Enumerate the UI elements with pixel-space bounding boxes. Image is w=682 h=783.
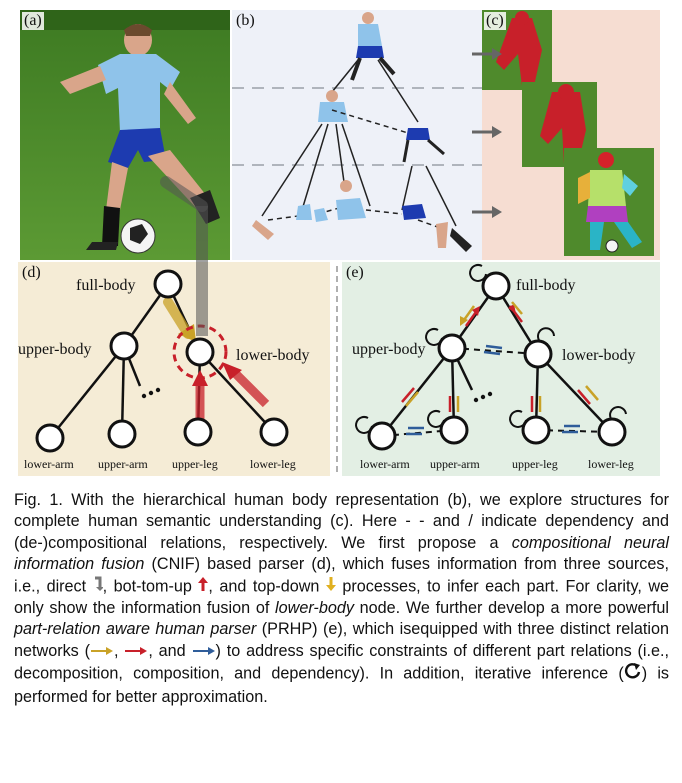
b-to-c-arrows [472, 48, 502, 218]
panel-separator [336, 266, 338, 472]
panel-c-segmentation: (c) [482, 10, 660, 260]
caption-text-8: , [114, 641, 125, 660]
caption-em-lower-body: lower-body [275, 599, 354, 618]
label-upper-arm: upper-arm [98, 457, 148, 471]
segmentation-results [482, 10, 654, 256]
node-upper-arm [439, 415, 469, 445]
bottom-up-arrow-icon [198, 576, 209, 598]
caption-text-4: , and top-down [208, 577, 326, 596]
label-lower-leg: lower-leg [588, 457, 634, 471]
node-full-body [153, 269, 183, 299]
caption-text-9: , and [148, 641, 192, 660]
node-lower-body [523, 339, 553, 369]
caption-text-10: ) to address specific constraints of dif… [14, 641, 669, 683]
caption-em-prhp: part-relation aware human parser [14, 620, 257, 639]
right-arrow-icon [472, 48, 502, 60]
lower-body-figure [402, 128, 445, 163]
label-upper-leg: upper-leg [512, 457, 558, 471]
label-full-body: full-body [76, 277, 136, 294]
label-upper-arm: upper-arm [430, 457, 480, 471]
panel-a-photo: (a) [20, 10, 230, 260]
prhp-diagram: full-body upper-body lower-body lower-ar… [352, 263, 635, 471]
node-upper-leg [183, 417, 213, 447]
caption-text-5: processes, to infer each part. For clari… [14, 577, 670, 618]
soccer-player-photo [20, 10, 230, 260]
label-upper-body: upper-body [352, 341, 425, 358]
right-arrow-icon [472, 126, 502, 138]
upper-body-figure [318, 90, 348, 122]
node-upper-body [109, 331, 139, 361]
node-lower-arm [35, 423, 65, 453]
composition-arrow-icon [124, 641, 148, 662]
cnif-diagram: full-body upper-body lower-body lower-ar… [18, 269, 309, 471]
caption-text-3: , bot-tom-up [102, 577, 199, 596]
caption-text-11: ) is performed for better approximation. [14, 664, 670, 706]
figure-caption: Fig. 1. With the hierarchical human body… [14, 490, 669, 708]
node-upper-body [437, 333, 467, 363]
panel-d-cnif: full-body upper-body lower-body lower-ar… [18, 262, 330, 476]
label-lower-arm: lower-arm [360, 457, 410, 471]
direct-arrow-icon [93, 576, 104, 598]
right-arrow-icon [472, 206, 502, 218]
body-hierarchy-diagram [232, 12, 482, 252]
top-down-arrow-icon [325, 576, 336, 598]
node-lower-arm [367, 421, 397, 451]
node-upper-leg [521, 415, 551, 445]
label-lower-arm: lower-arm [24, 457, 74, 471]
full-body-figure [350, 12, 396, 81]
panel-e-prhp: full-body upper-body lower-body lower-ar… [342, 262, 660, 476]
dependency-arrow-icon [192, 641, 216, 662]
caption-text-6: node. We further develop a more powerful [353, 599, 669, 618]
label-full-body: full-body [516, 277, 576, 294]
label-upper-body: upper-body [18, 341, 91, 358]
decomposition-arrow-icon [90, 641, 114, 662]
caption-text-1: Fig. 1. With the hierarchical human body… [14, 491, 669, 552]
panel-d-label: (d) [22, 264, 41, 281]
node-full-body [481, 271, 511, 301]
node-lower-body [185, 337, 215, 367]
panel-b-hierarchy: (b) [232, 10, 482, 260]
label-upper-leg: upper-leg [172, 457, 218, 471]
iterative-inference-icon [624, 662, 642, 686]
direct-arrow-icon [160, 176, 208, 336]
node-upper-arm [107, 419, 137, 449]
node-lower-leg [259, 417, 289, 447]
panel-e-label: (e) [346, 264, 364, 281]
label-lower-body: lower-body [562, 347, 635, 364]
panel-b-label: (b) [236, 12, 255, 29]
panel-a-label: (a) [22, 12, 44, 30]
panel-c-label: (c) [484, 12, 506, 30]
node-lower-leg [597, 417, 627, 447]
label-lower-leg: lower-leg [250, 457, 296, 471]
part-figures [252, 180, 472, 252]
caption-text-7: (PRHP) (e), which isequipped with three … [14, 620, 669, 660]
caption-em-cnif: compositional neural information fusion [14, 533, 669, 574]
relation-arrows [401, 301, 599, 436]
label-lower-body: lower-body [236, 347, 309, 364]
caption-text-2: (CNIF) based parser (d), which fuses inf… [14, 555, 669, 596]
